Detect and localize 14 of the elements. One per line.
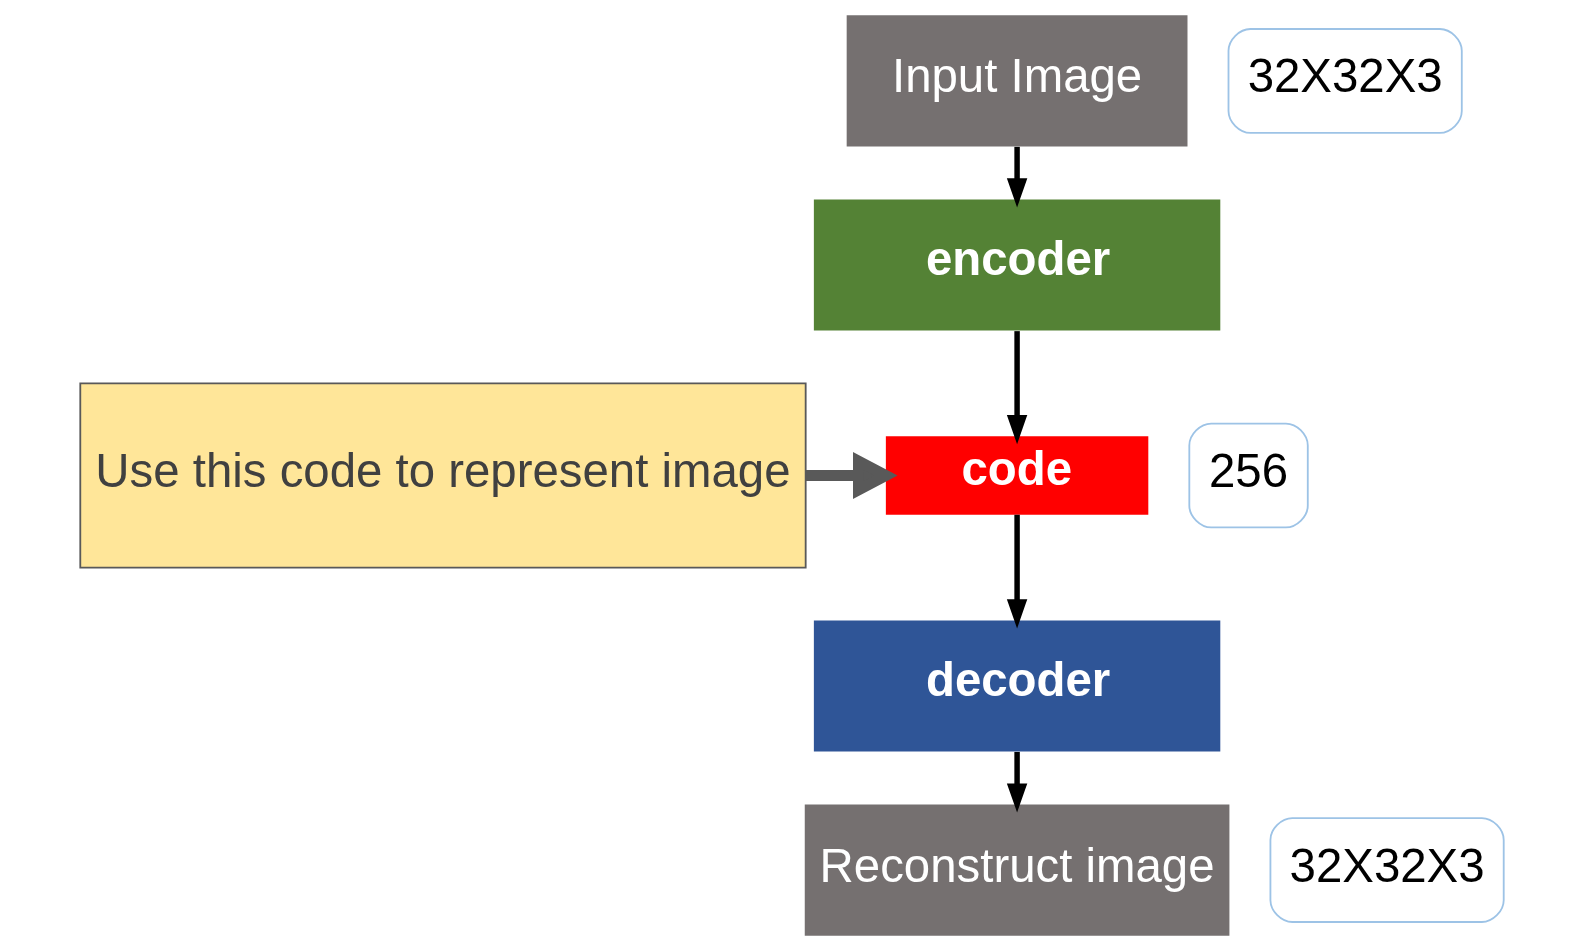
arrow — [1006, 514, 1027, 629]
node-label: 256 — [1208, 443, 1288, 497]
node-box: encoder — [813, 199, 1220, 331]
arrow — [805, 452, 898, 499]
node-box: Input Image — [846, 15, 1187, 147]
node-label: 32X32X3 — [1289, 838, 1485, 892]
node-box: code — [885, 436, 1148, 515]
node-box: decoder — [813, 620, 1220, 752]
arrow — [1006, 146, 1027, 208]
node-box: Reconstruct image — [804, 804, 1229, 936]
arrow — [1006, 751, 1027, 813]
node-label: 32X32X3 — [1247, 49, 1443, 103]
node-box: Use this code to represent image — [78, 382, 807, 569]
arrow — [1006, 331, 1027, 445]
